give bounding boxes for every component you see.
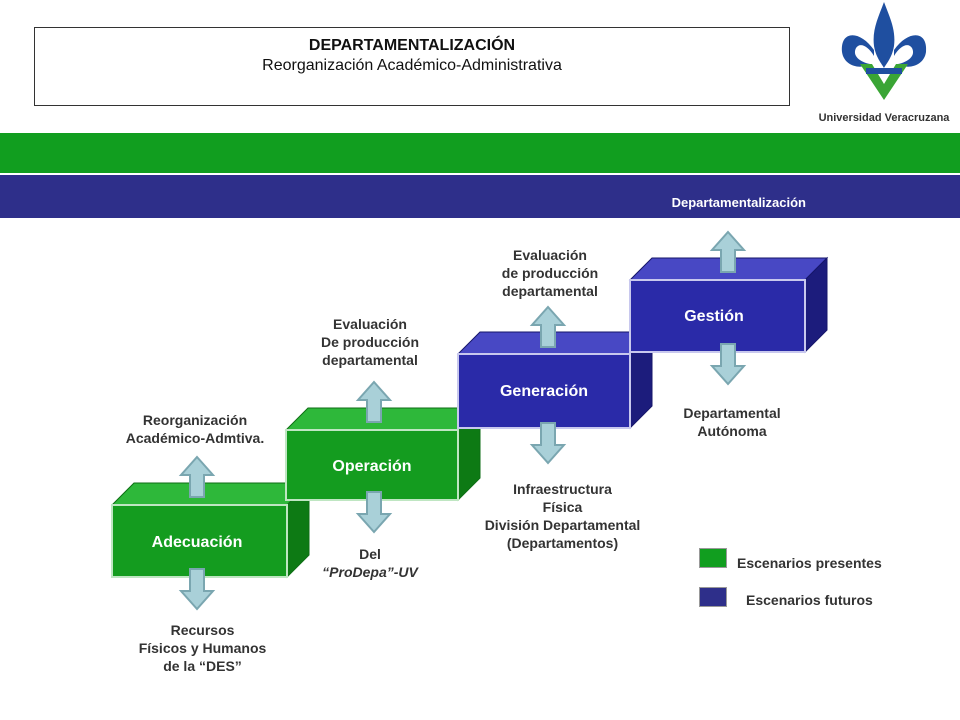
legend-future: Escenarios futuros — [746, 592, 873, 608]
title-box: DEPARTAMENTALIZACIÓN Reorganización Acad… — [34, 27, 790, 106]
label-operacion-down-2: “ProDepa”-UV — [322, 564, 418, 580]
step-generacion: Generación — [456, 330, 654, 430]
label-adecuacion-down: Recursos Físicos y Humanos de la “DES” — [138, 622, 267, 674]
fleur-de-lis-logo-icon — [841, 2, 927, 100]
label-generacion-down: Infraestructura Física División Departam… — [484, 481, 641, 551]
present-band — [0, 133, 960, 173]
page-subtitle: Reorganización Académico-Administrativa — [262, 57, 562, 74]
label-adecuacion-up: Reorganización Académico-Admtiva. — [125, 412, 265, 446]
step-label-gestion: Gestión — [684, 308, 744, 325]
page-title: DEPARTAMENTALIZACIÓN — [308, 37, 516, 54]
future-band — [0, 175, 960, 218]
label-operacion-up: Evaluación De producción departamental — [320, 316, 419, 368]
step-operacion: Operación — [284, 406, 482, 502]
logo-text: Universidad Veracruzana — [818, 112, 950, 124]
label-operacion-down-1: Del — [359, 546, 381, 562]
step-adecuacion: Adecuación — [110, 481, 311, 579]
step-label-operacion: Operación — [332, 458, 411, 475]
step-label-adecuacion: Adecuación — [152, 534, 243, 551]
university-logo: Universidad Veracruzana — [808, 0, 960, 130]
label-generacion-up: Evaluación de producción departamental — [501, 247, 599, 299]
band-label: Departamentalización — [671, 195, 806, 210]
step-label-generacion: Generación — [500, 383, 588, 400]
legend-present: Escenarios presentes — [737, 555, 882, 571]
step-gestion: Gestión — [628, 256, 829, 354]
label-gestion-down: Departamental Autónoma — [683, 405, 781, 439]
legend-swatch-future — [699, 587, 727, 607]
legend-swatch-present — [699, 548, 727, 568]
